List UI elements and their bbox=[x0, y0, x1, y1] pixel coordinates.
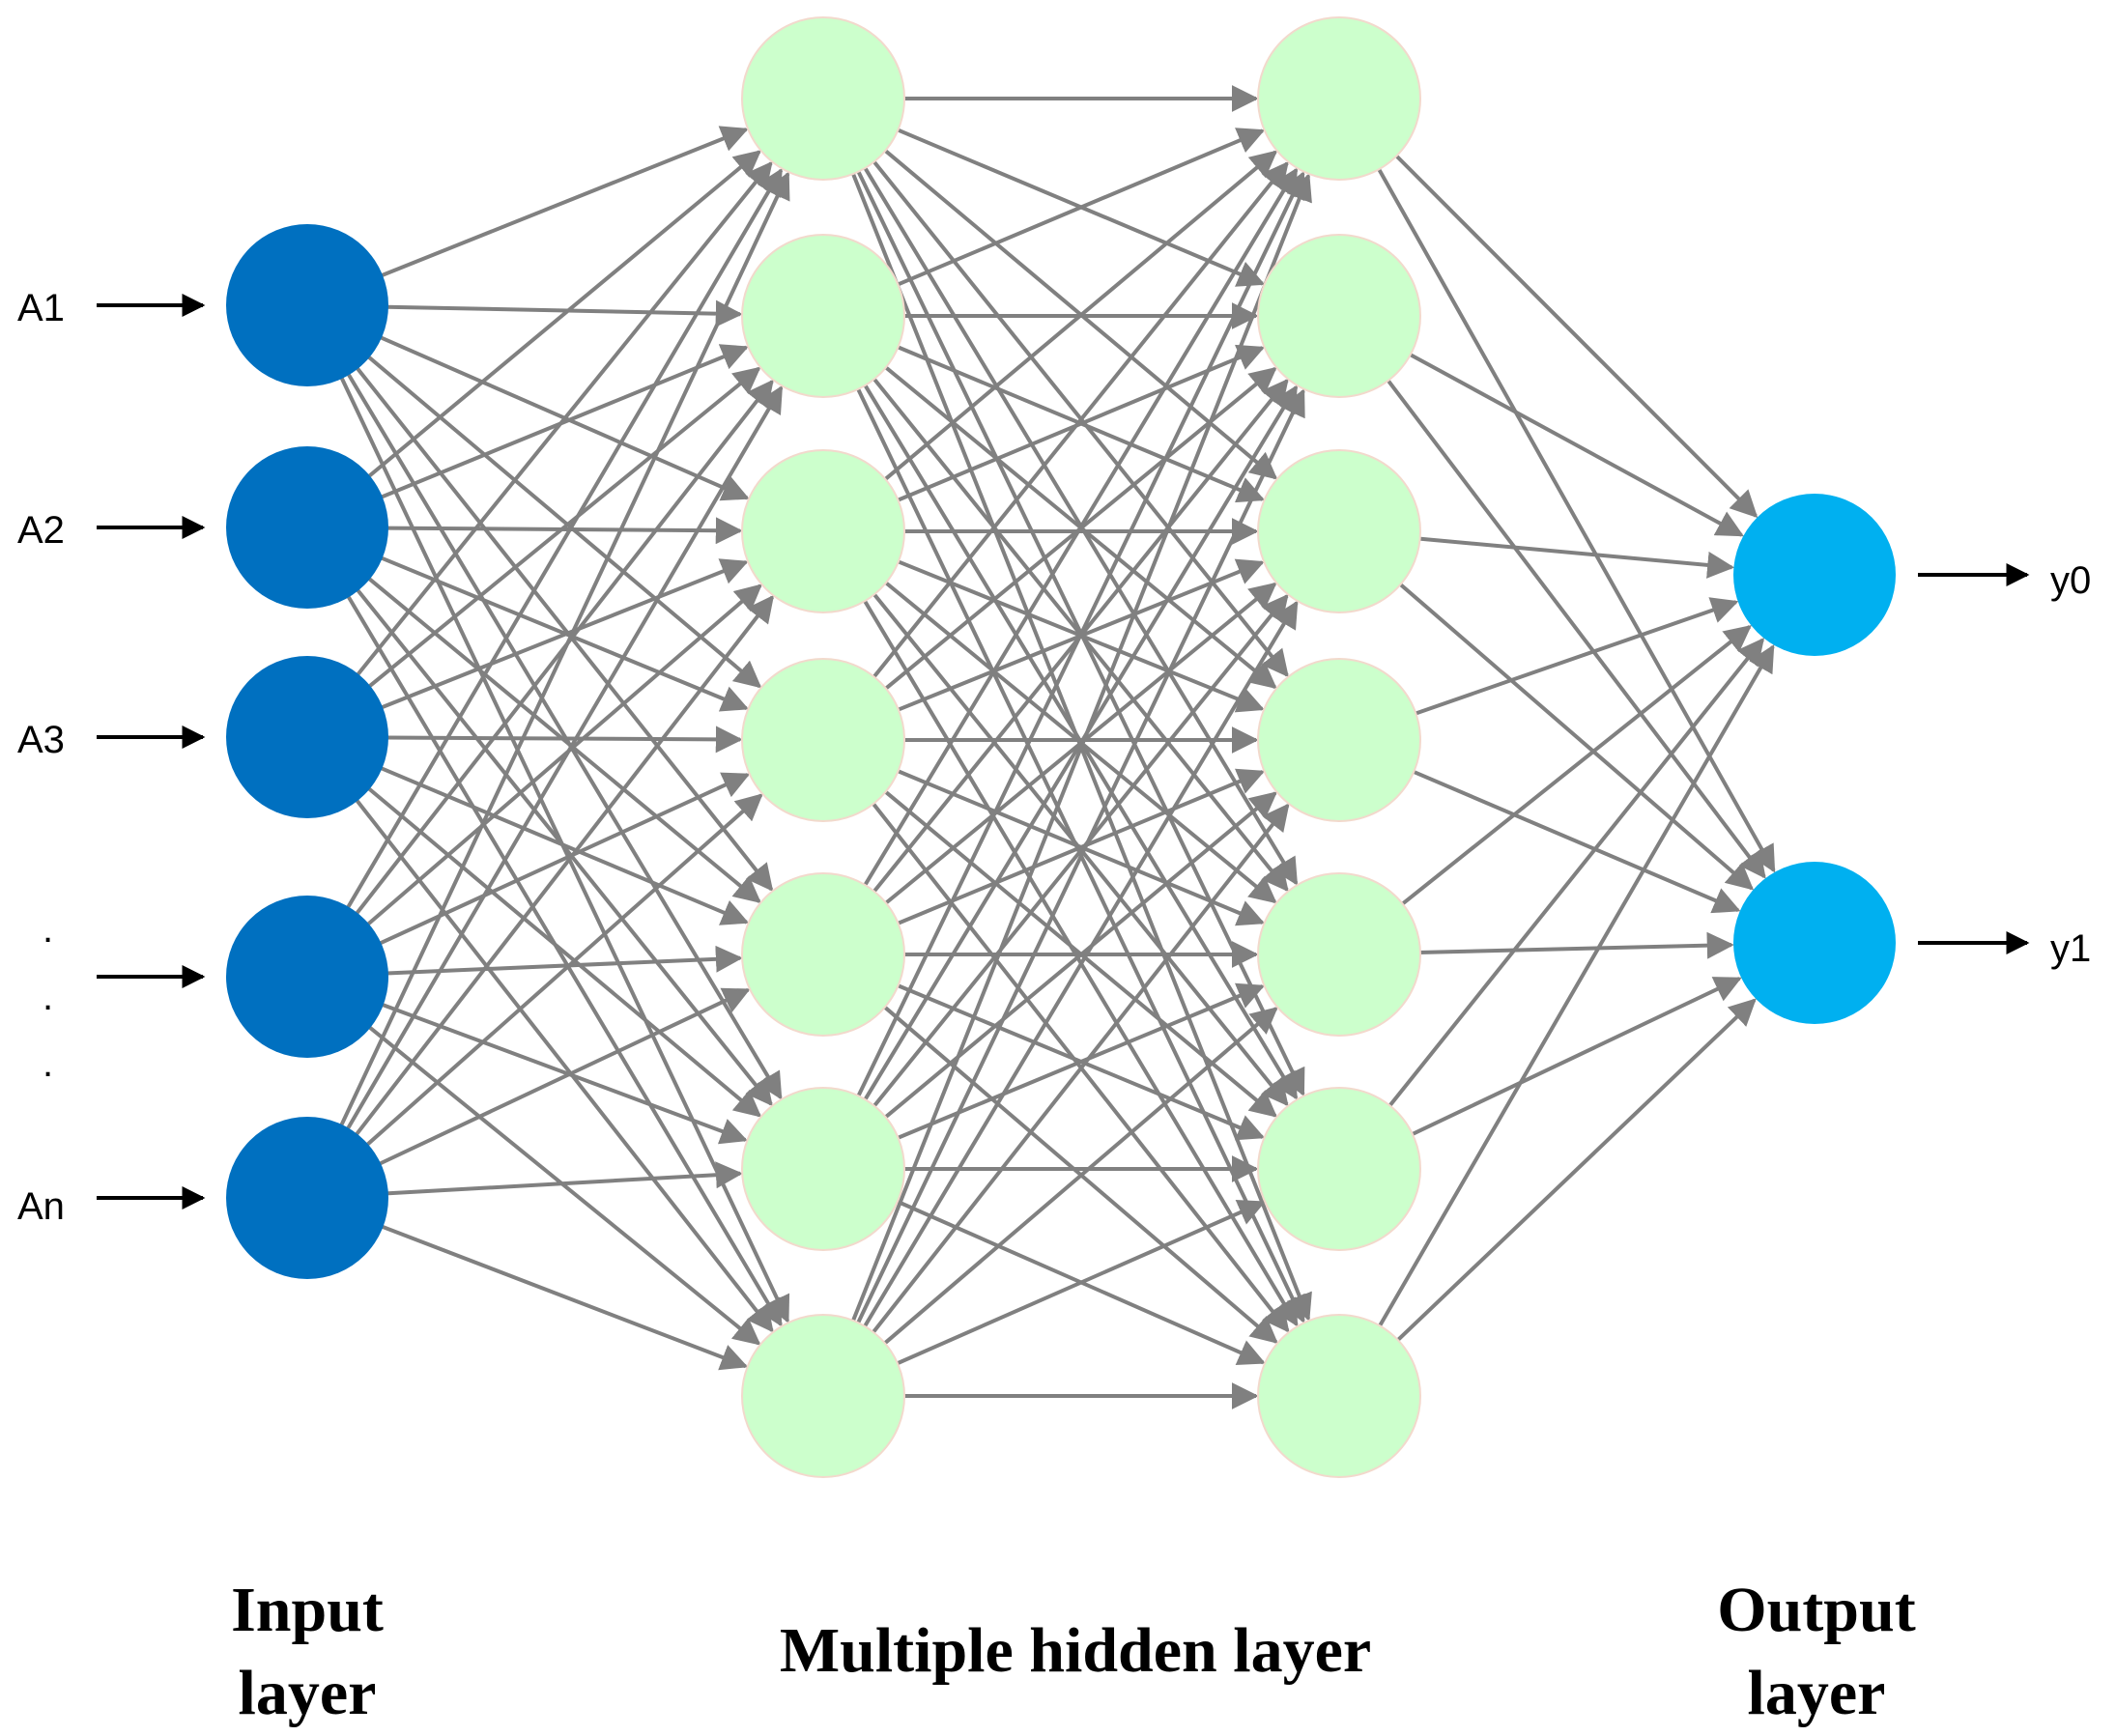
edge-hidden2-3-to-output-1 bbox=[1417, 536, 1735, 579]
hidden2-node-7 bbox=[1257, 1314, 1421, 1478]
edge-input-3-to-hidden1-2 bbox=[367, 366, 761, 689]
edge-input-3-to-hidden1-3 bbox=[380, 558, 749, 710]
edge-input-5-to-hidden1-4 bbox=[364, 793, 763, 1148]
hidden1-node-2 bbox=[741, 234, 905, 398]
hidden2-node-3 bbox=[1257, 449, 1421, 613]
edge-hidden1-7-to-hidden2-5 bbox=[881, 1007, 1278, 1347]
edge-input-4-to-hidden1-5 bbox=[386, 945, 743, 976]
connection-edges bbox=[338, 85, 1776, 1409]
edge-hidden1-5-to-hidden2-4 bbox=[895, 768, 1266, 926]
edge-hidden1-4-to-hidden2-1 bbox=[871, 160, 1289, 680]
edge-hidden1-6-to-hidden2-1 bbox=[855, 170, 1305, 1098]
edge-hidden2-2-to-output-1 bbox=[1408, 352, 1744, 537]
edge-hidden1-6-to-hidden2-3 bbox=[872, 593, 1289, 1109]
input-label-an: An bbox=[17, 1185, 65, 1228]
edge-input-2-to-hidden1-1 bbox=[366, 150, 762, 479]
edge-input-3-to-hidden1-7 bbox=[355, 798, 774, 1333]
ellipsis-dot-1: . bbox=[43, 908, 53, 951]
edge-input-5-to-hidden1-5 bbox=[378, 987, 751, 1166]
edge-input-5-to-hidden1-1 bbox=[338, 171, 790, 1127]
edge-input-3-to-hidden1-1 bbox=[355, 160, 773, 677]
edge-hidden1-7-to-hidden2-1 bbox=[850, 173, 1312, 1323]
edge-hidden2-3-to-output-2 bbox=[1397, 582, 1755, 891]
hidden2-node-1 bbox=[1257, 16, 1421, 181]
edge-hidden1-7-to-hidden2-4 bbox=[871, 803, 1290, 1335]
edge-hidden2-5-to-output-2 bbox=[1417, 931, 1734, 959]
ellipsis-dot-2: . bbox=[43, 976, 53, 1018]
edge-hidden2-5-to-output-1 bbox=[1399, 624, 1752, 907]
hidden1-node-1 bbox=[741, 16, 905, 181]
hidden1-node-6 bbox=[741, 1087, 905, 1251]
output-label-y1: y1 bbox=[2050, 927, 2091, 970]
input-label-a3: A3 bbox=[17, 719, 65, 761]
network-nodes bbox=[226, 16, 1896, 1478]
hidden2-node-6 bbox=[1257, 1087, 1421, 1251]
input-layer-title-line2: layer bbox=[239, 1658, 377, 1728]
edge-input-2-to-hidden1-7 bbox=[346, 594, 783, 1327]
edge-input-1-to-hidden1-6 bbox=[346, 372, 783, 1100]
output-layer-title-line1: Output bbox=[1717, 1575, 1915, 1645]
input-node-1 bbox=[226, 224, 388, 386]
ellipsis-dot-3: . bbox=[43, 1042, 53, 1085]
input-layer-title-line1: Input bbox=[231, 1575, 384, 1645]
edge-hidden1-7-to-hidden2-6 bbox=[895, 1199, 1266, 1366]
hidden2-node-5 bbox=[1257, 872, 1421, 1037]
hidden2-node-2 bbox=[1257, 234, 1421, 398]
edge-hidden2-2-to-output-2 bbox=[1385, 378, 1766, 879]
edge-input-3-to-hidden1-6 bbox=[366, 786, 762, 1118]
edge-hidden1-5-to-hidden2-1 bbox=[862, 167, 1299, 888]
edge-input-5-to-hidden1-3 bbox=[354, 594, 775, 1137]
edge-hidden1-6-to-hidden2-2 bbox=[862, 384, 1299, 1102]
edge-hidden2-1-to-output-2 bbox=[1376, 166, 1776, 873]
output-layer-title-line2: layer bbox=[1748, 1658, 1886, 1728]
edge-hidden2-7-to-output-2 bbox=[1395, 998, 1757, 1343]
edge-hidden1-2-to-hidden2-1 bbox=[895, 128, 1266, 288]
hidden2-node-4 bbox=[1257, 658, 1421, 822]
output-label-y0: y0 bbox=[2050, 559, 2091, 602]
edge-hidden1-3-to-hidden2-1 bbox=[882, 150, 1278, 482]
edge-hidden1-6-to-hidden2-4 bbox=[882, 791, 1278, 1121]
output-node-2 bbox=[1733, 862, 1896, 1024]
edge-input-4-to-hidden1-4 bbox=[378, 772, 751, 946]
edge-hidden2-1-to-output-1 bbox=[1393, 153, 1759, 519]
input-label-a1: A1 bbox=[17, 287, 65, 329]
edge-hidden1-7-to-hidden2-3 bbox=[862, 600, 1299, 1329]
hidden-layer-title: Multiple hidden layer bbox=[780, 1615, 1371, 1686]
edge-input-5-to-hidden1-7 bbox=[380, 1224, 749, 1371]
edge-input-1-to-hidden1-1 bbox=[380, 126, 749, 278]
hidden1-node-5 bbox=[741, 872, 905, 1037]
edge-input-5-to-hidden1-2 bbox=[345, 384, 784, 1131]
edge-hidden2-4-to-output-1 bbox=[1413, 597, 1739, 716]
output-node-1 bbox=[1733, 494, 1896, 656]
input-node-5 bbox=[226, 1117, 388, 1279]
edge-input-4-to-hidden1-6 bbox=[381, 1002, 749, 1145]
hidden1-node-4 bbox=[741, 658, 905, 822]
edge-input-3-to-hidden1-4 bbox=[386, 726, 743, 754]
edge-hidden2-4-to-output-2 bbox=[1411, 769, 1741, 914]
hidden1-node-3 bbox=[741, 449, 905, 613]
hidden1-node-7 bbox=[741, 1314, 905, 1478]
io-arrows bbox=[97, 294, 2030, 1210]
input-node-3 bbox=[226, 656, 388, 818]
edge-hidden1-7-to-hidden2-2 bbox=[855, 388, 1305, 1325]
edge-input-3-to-hidden1-5 bbox=[379, 765, 750, 925]
edge-input-1-to-hidden1-4 bbox=[366, 355, 762, 689]
edge-input-1-to-hidden1-5 bbox=[355, 365, 774, 892]
edge-hidden2-6-to-output-2 bbox=[1410, 977, 1742, 1137]
edge-input-1-to-hidden1-2 bbox=[386, 299, 743, 327]
edge-input-5-to-hidden1-6 bbox=[386, 1161, 743, 1196]
input-node-2 bbox=[226, 446, 388, 609]
edge-hidden2-7-to-output-1 bbox=[1377, 643, 1775, 1329]
edge-hidden2-6-to-output-1 bbox=[1387, 638, 1765, 1109]
input-label-a2: A2 bbox=[17, 509, 65, 552]
edge-input-4-to-hidden1-3 bbox=[365, 583, 763, 926]
input-node-4 bbox=[226, 896, 388, 1058]
edge-input-4-to-hidden1-1 bbox=[345, 167, 784, 910]
